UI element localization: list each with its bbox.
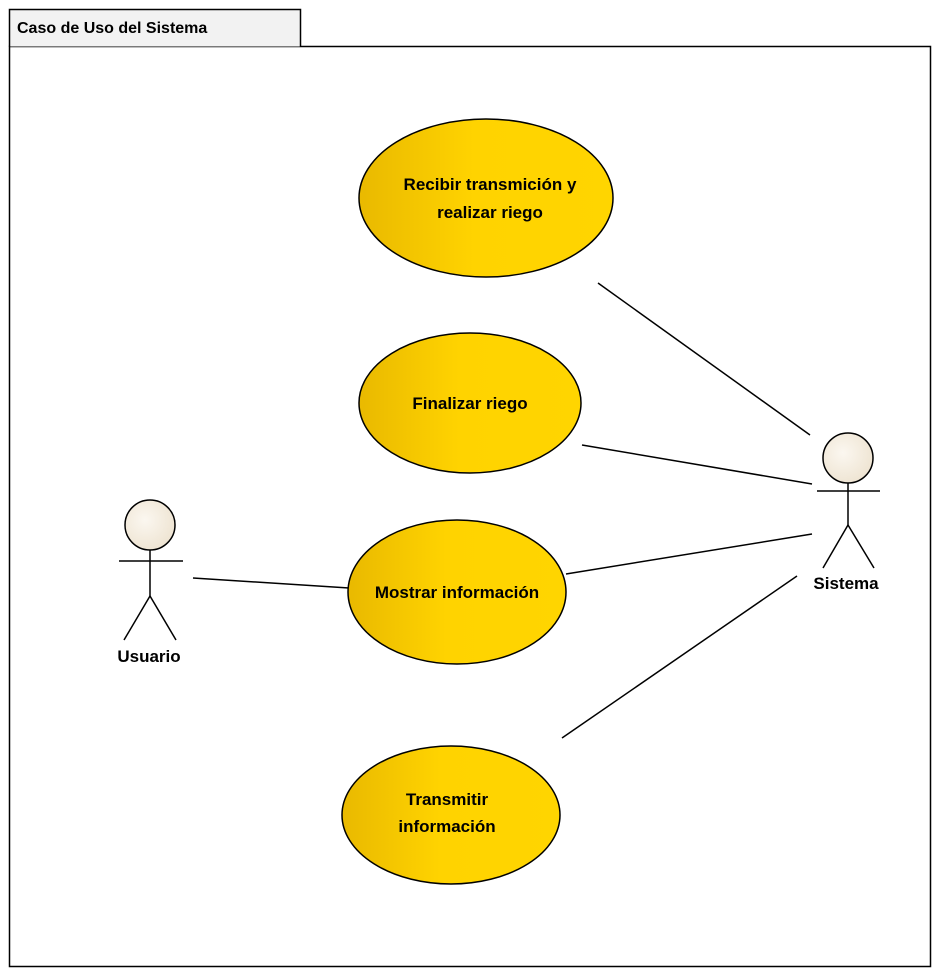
association-transmitir-sistema (561, 575, 798, 739)
use-case-label: realizar riego (437, 203, 543, 222)
use-case-finalizar[interactable]: Finalizar riego (358, 332, 582, 474)
use-case-label: Transmitir (406, 790, 489, 809)
use-case-ellipse (347, 519, 567, 665)
actor-usuario[interactable] (119, 499, 183, 641)
actor-head (124, 499, 176, 551)
use-case-label: Mostrar información (375, 583, 539, 602)
association-recibir-sistema (597, 282, 811, 436)
use-case-mostrar[interactable]: Mostrar información (347, 519, 567, 665)
use-case-label: información (398, 817, 495, 836)
associations (192, 282, 813, 739)
use-case-label: Finalizar riego (412, 394, 527, 413)
association-finalizar-sistema (581, 444, 813, 485)
actor-left-leg (123, 595, 151, 641)
use-case-label: Recibir transmición y (404, 175, 577, 194)
actor-right-leg (149, 595, 177, 641)
use-case-ellipse (358, 118, 614, 278)
use-case-ellipse (358, 332, 582, 474)
frame-tab (8, 8, 302, 47)
use-case-transmitir[interactable]: Transmitir información (341, 745, 561, 885)
association-mostrar-sistema (565, 533, 813, 575)
actor-right-leg (847, 524, 875, 569)
frame-title: Caso de Uso del Sistema (17, 20, 207, 37)
actor-label-sistema: Sistema (813, 574, 879, 593)
use-case-recibir[interactable]: Recibir transmición y realizar riego (358, 118, 614, 278)
actor-left-leg (822, 524, 849, 569)
actor-label-usuario: Usuario (117, 647, 180, 666)
actor-head (822, 432, 874, 484)
actor-sistema[interactable] (817, 432, 880, 569)
association-usuario-mostrar (192, 577, 350, 589)
use-case-ellipse (341, 745, 561, 885)
